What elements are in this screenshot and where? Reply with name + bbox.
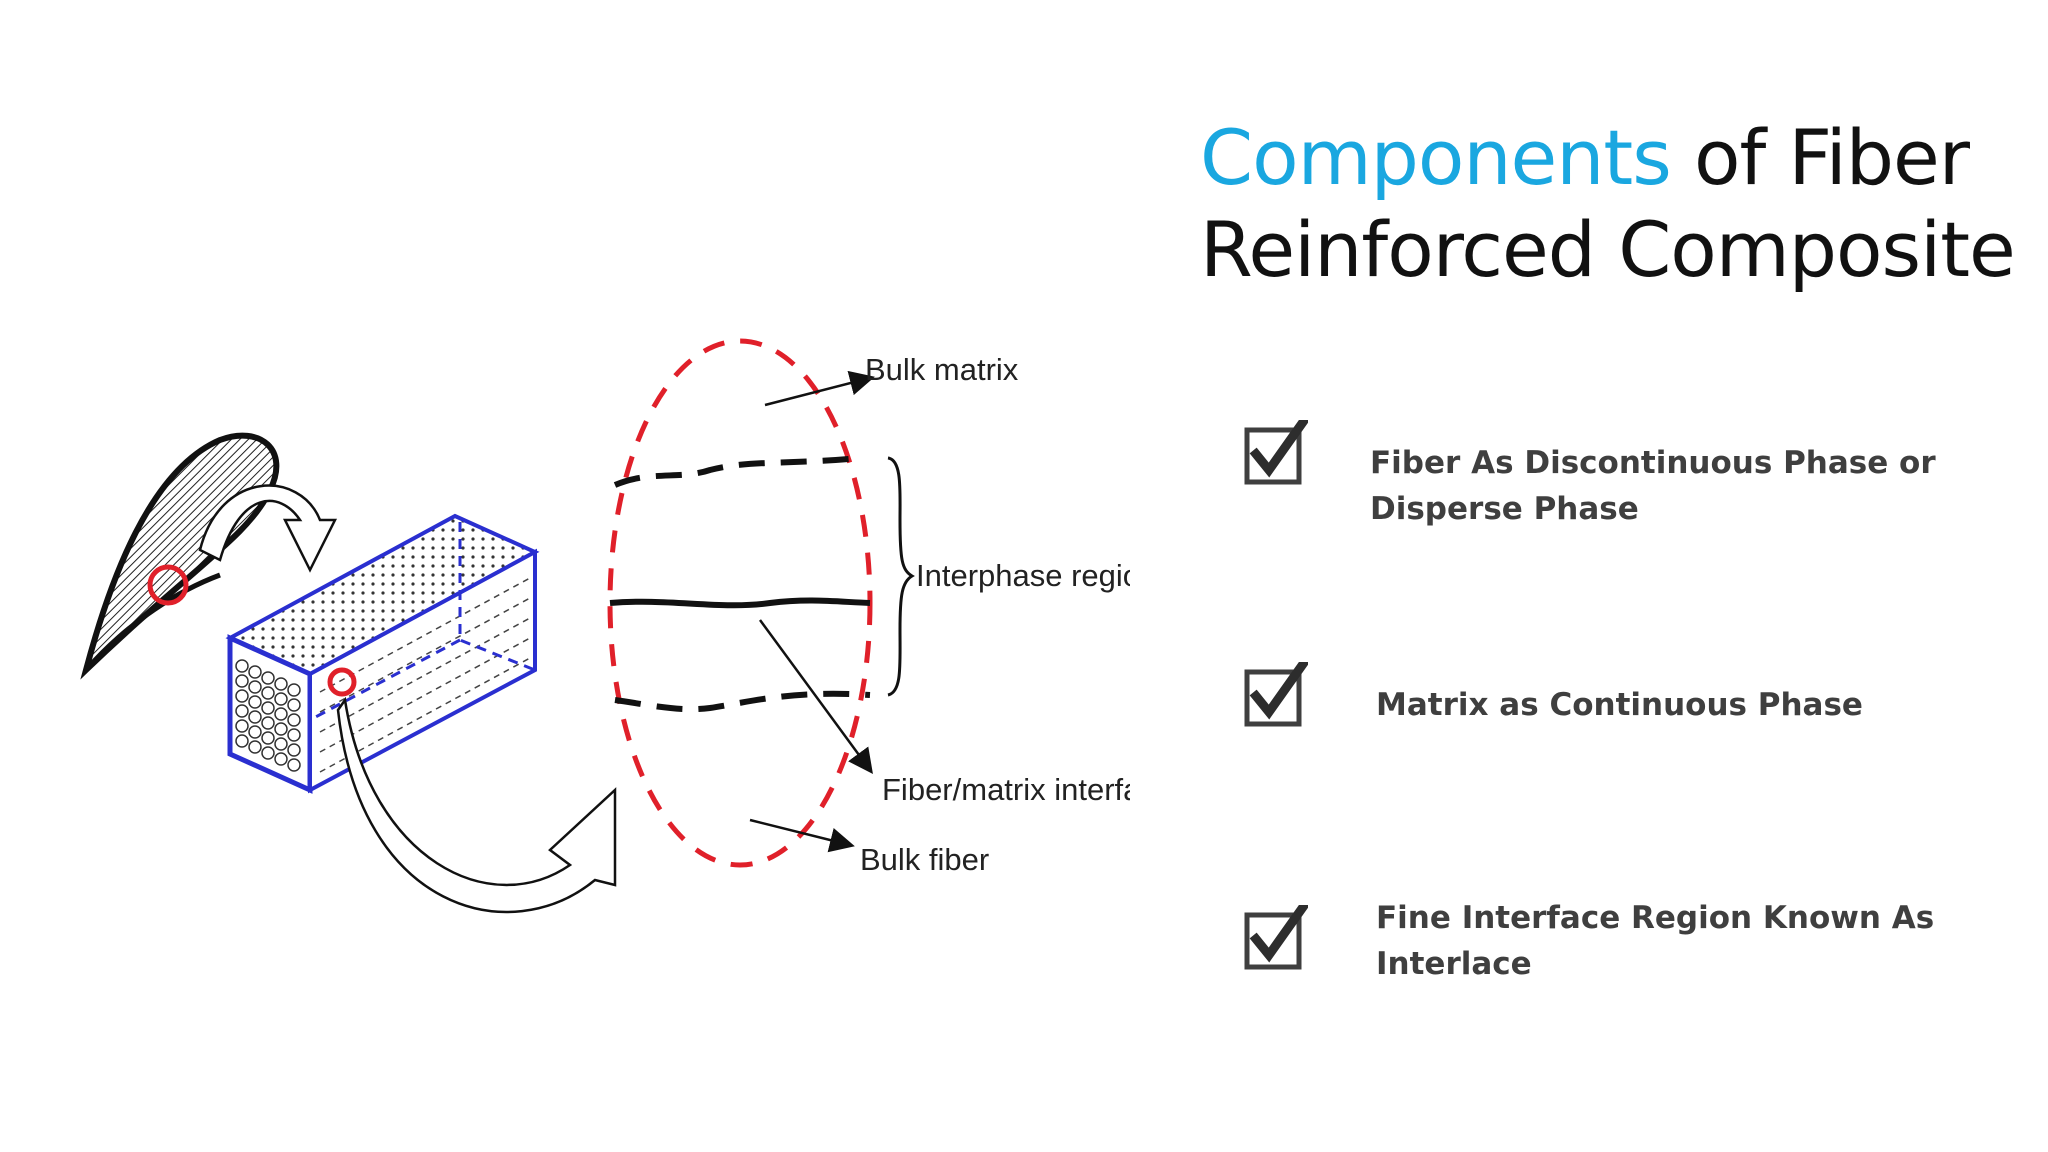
interphase-boundary-lower: [614, 690, 871, 713]
fiber-matrix-interface-line: [609, 597, 871, 609]
composite-block: [225, 513, 540, 794]
composite-diagram: Bulk matrix Interphase region Fiber/matr…: [80, 338, 1130, 914]
label-bulk-matrix: Bulk matrix: [865, 352, 1019, 387]
bulk-matrix-arrow: [764, 370, 875, 407]
bullet-list: Fiber As Discontinuous Phase or Disperse…: [1230, 0, 2030, 1152]
label-fiber-matrix-interface: Fiber/matrix interface: [882, 772, 1130, 807]
fiber-bundle-shape: [80, 432, 280, 680]
curved-arrow-upper: [198, 484, 338, 573]
bullet-text: Matrix as Continuous Phase: [1376, 687, 1863, 723]
label-interphase-region: Interphase region: [916, 558, 1130, 593]
title-accent: Components: [1200, 113, 1672, 202]
label-bulk-fiber: Bulk fiber: [860, 842, 989, 877]
interphase-boundary-upper: [613, 455, 861, 488]
interphase-brace: [887, 456, 915, 697]
checked-box-icon: [1244, 662, 1308, 727]
bullet-text: Fiber As Discontinuous Phase or Disperse…: [1370, 445, 1936, 527]
bulk-fiber-arrow: [749, 818, 855, 853]
interface-arrow: [758, 619, 873, 775]
bullet-text: Fine Interface Region Known As Interlace: [1376, 900, 1935, 982]
curved-arrow-lower: [336, 696, 617, 914]
highlight-circle-block: [327, 667, 357, 697]
title-line1-rest: of Fiber: [1670, 113, 1970, 202]
checked-box-icon: [1244, 905, 1308, 970]
highlight-circle-bundle: [147, 564, 189, 606]
slide-title: Components of Fiber Reinforced Composite: [1200, 112, 2020, 296]
title-line2: Reinforced Composite: [1200, 205, 2016, 294]
checked-box-icon: [1244, 420, 1308, 485]
